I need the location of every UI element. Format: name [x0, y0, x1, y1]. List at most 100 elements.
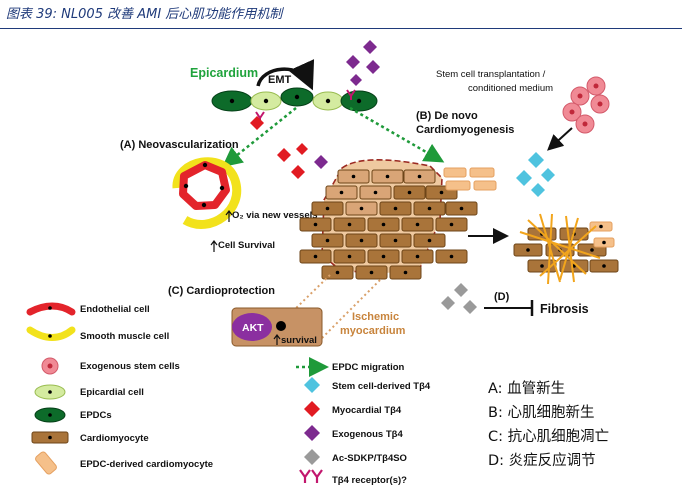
legend-stem-cell-label: Exogenous stem cells	[80, 361, 180, 372]
nucleus	[325, 206, 330, 211]
nucleus	[439, 190, 444, 195]
cardioprotection-label: (C) Cardioprotection	[168, 285, 275, 297]
nucleus	[427, 206, 432, 211]
abbreviation-list: A: 血管新生 B: 心肌细胞新生 C: 抗心肌细胞凋亡 D: 炎症反应调节	[488, 377, 678, 473]
cardiomyogenesis-label: Cardiomyogenesis	[416, 124, 514, 136]
cyan-diamond-icon	[304, 377, 320, 393]
nucleus	[415, 254, 420, 259]
legend-epdc-migration-label: EPDC migration	[332, 362, 405, 373]
new-vessel-illustration	[172, 157, 242, 229]
nucleus	[407, 190, 412, 195]
nucleus	[325, 238, 330, 243]
collagen-fibre	[547, 213, 553, 285]
figure-caption: 图表 39: NL005 改善 AMI 后心肌功能作用机制	[6, 7, 283, 22]
gray-diamond-icon	[304, 449, 320, 465]
receptor-icon	[299, 469, 323, 483]
nucleus	[415, 222, 420, 227]
collagen-fibre	[527, 219, 587, 275]
exogenous-tb4-diamonds-top	[346, 40, 380, 86]
nucleus	[359, 206, 364, 211]
legend-epicardial-label: Epicardial cell	[80, 387, 144, 398]
ischemic-label-line2: myocardium	[340, 325, 406, 337]
caption-divider	[0, 28, 682, 29]
nucleus	[313, 254, 318, 259]
nucleus	[540, 264, 544, 268]
repaired-tissue	[513, 213, 619, 285]
legend-epdc-derived-label: EPDC-derived cardiomyocyte	[80, 459, 213, 470]
abbreviation-d: D: 炎症反应调节	[488, 453, 596, 469]
neovascularization-label: (A) Neovascularization	[120, 139, 239, 151]
nucleus	[335, 270, 340, 275]
epicardium-label: Epicardium	[190, 66, 258, 80]
fibrosis-tag: (D)	[494, 291, 510, 303]
o2-new-vessels-label: O₂ via new vessels	[232, 210, 318, 221]
up-arrow-icon	[225, 210, 233, 222]
endothelial-cell-icon	[26, 302, 76, 316]
nucleus	[351, 174, 356, 179]
nucleus	[590, 248, 594, 252]
stem-cell-transplant-line1: Stem cell transplantation /	[436, 69, 546, 80]
fibrosis-label: Fibrosis	[540, 302, 589, 316]
abbreviation-a: A: 血管新生	[488, 381, 566, 397]
akt-label: AKT	[242, 322, 264, 334]
legend-cardiomyocyte-label: Cardiomyocyte	[80, 433, 149, 444]
nucleus	[381, 254, 386, 259]
nucleus	[602, 240, 606, 245]
nucleus	[385, 174, 390, 179]
nucleus	[459, 206, 464, 211]
up-arrow-icon	[210, 240, 218, 252]
cell-survival-label: Cell Survival	[218, 240, 275, 251]
ischemic-label-line1: Ischemic	[352, 311, 399, 323]
nucleus	[599, 224, 603, 229]
nucleus	[602, 264, 606, 268]
stem-cell-tb4-diamonds	[516, 152, 555, 197]
de-novo-label: (B) De novo	[416, 110, 478, 122]
emt-label: EMT	[268, 74, 292, 86]
legend-exogenous-tb4-label: Exogenous Tβ4	[332, 429, 403, 440]
zoom-line-1	[291, 274, 331, 313]
epdc-migration-arrow-b	[349, 106, 445, 163]
nucleus	[347, 254, 352, 259]
nucleus	[526, 248, 530, 252]
legend-right	[296, 357, 329, 483]
legend-ac-sdkp-label: Ac-SDKP/Tβ4SO	[332, 453, 407, 464]
stem-cell-arrow	[547, 127, 573, 151]
nucleus	[373, 190, 378, 195]
epicardial-cell-row	[211, 87, 378, 122]
up-arrow-icon	[273, 334, 281, 345]
nucleus	[393, 238, 398, 243]
epdc-derived-cardiomyocytes-b	[443, 167, 497, 191]
nucleus	[393, 206, 398, 211]
red-diamond-icon	[304, 401, 320, 417]
nucleus	[359, 238, 364, 243]
legend-epdc-label: EPDCs	[80, 410, 112, 421]
epdc-derived-cardiomyocyte-icon	[35, 451, 57, 475]
legend-endothelial-label: Endothelial cell	[80, 304, 150, 315]
emt-arrow	[256, 59, 315, 91]
akt-cardiomyocyte	[231, 307, 323, 347]
collagen-fibre	[539, 225, 597, 277]
stem-cell-transplant-line2: conditioned medium	[468, 83, 553, 94]
nucleus	[449, 222, 454, 227]
nucleus	[449, 254, 454, 259]
collagen-fibre	[519, 231, 601, 259]
legend-stem-cell-tb4-label: Stem cell-derived Tβ4	[332, 381, 431, 392]
myocardial-tb4-diamond	[250, 116, 264, 130]
nucleus	[347, 222, 352, 227]
abbreviation-c: C: 抗心肌细胞凋亡	[488, 429, 610, 445]
ischemic-myocardium-tissue	[299, 159, 478, 280]
nucleus	[417, 174, 422, 179]
legend-myocardial-tb4-label: Myocardial Tβ4	[332, 405, 402, 416]
nucleus	[427, 238, 432, 243]
nucleus	[403, 270, 408, 275]
survival-label: survival	[281, 335, 317, 346]
legend-receptor-label: Tβ4 receptor(s)?	[332, 475, 407, 486]
nucleus	[369, 270, 374, 275]
nucleus	[381, 222, 386, 227]
purple-diamond-icon	[304, 425, 320, 441]
exogenous-stem-cell-cluster	[562, 76, 610, 134]
nucleus	[313, 222, 318, 227]
tb4-diamonds-middle	[277, 143, 328, 179]
legend-smooth-muscle-label: Smooth muscle cell	[80, 331, 169, 342]
